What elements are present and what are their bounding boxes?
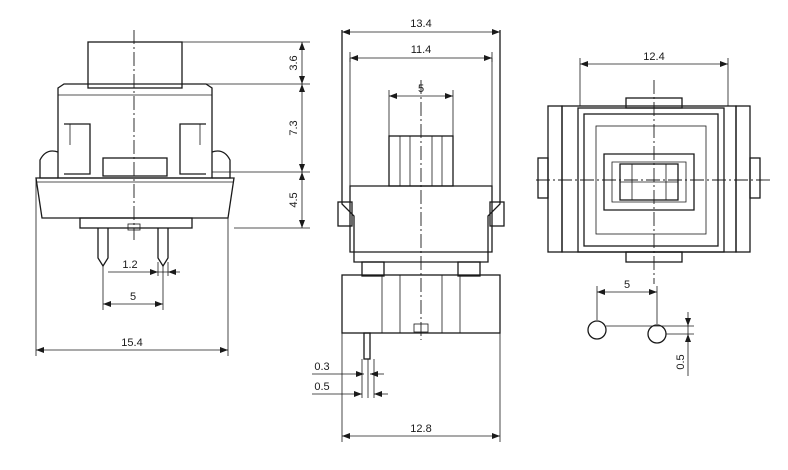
mid-side-tab-l (337, 201, 353, 227)
left-rail-left (64, 123, 91, 175)
dim-pin-width: 1.2 (122, 259, 137, 271)
left-side-view: 3.6 7.3 4.5 1.2 5 15.4 (35, 30, 310, 356)
left-rail-right (179, 123, 206, 175)
right-top-view: 12.4 5 0.5 (536, 51, 770, 376)
middle-front-view: 13.4 11.4 5 0.3 0.5 12.8 (312, 18, 505, 442)
mid-side-tab-r (489, 201, 505, 227)
dim-total-width: 15.4 (121, 337, 142, 349)
dim-pin-pitch: 5 (130, 291, 136, 303)
dim-inner-width: 11.4 (411, 44, 432, 56)
dim-pin-thickness-a: 0.3 (314, 361, 329, 373)
top-side-r (735, 105, 751, 253)
dim-top-height: 3.6 (288, 55, 300, 70)
left-upper-housing (57, 83, 213, 179)
hole-2 (647, 324, 667, 344)
left-pin-1 (97, 228, 109, 268)
left-latch-l (39, 150, 59, 179)
dim-cap-width: 5 (418, 83, 424, 95)
left-base (35, 177, 235, 219)
hole-1 (587, 320, 607, 340)
left-latch-r (211, 150, 231, 179)
top-side-l (547, 105, 563, 253)
dim-pin-thickness-b: 0.5 (314, 381, 329, 393)
top-window (603, 153, 695, 211)
dim-base-width: 12.8 (410, 423, 431, 435)
mid-body (349, 185, 493, 253)
dim-hole-offset: 0.5 (675, 354, 687, 369)
left-center-block (102, 157, 168, 177)
left-pin-2 (157, 228, 169, 268)
top-outer-square (561, 105, 737, 253)
dim-top-width: 12.4 (643, 51, 664, 63)
dim-mid-height: 7.3 (288, 120, 300, 135)
left-actuator (87, 41, 183, 89)
dim-base-height: 4.5 (288, 192, 300, 207)
dim-outer-width: 13.4 (410, 18, 431, 30)
dim-hole-pitch: 5 (624, 279, 630, 291)
left-base-foot (79, 217, 193, 229)
mid-pin (363, 332, 371, 360)
